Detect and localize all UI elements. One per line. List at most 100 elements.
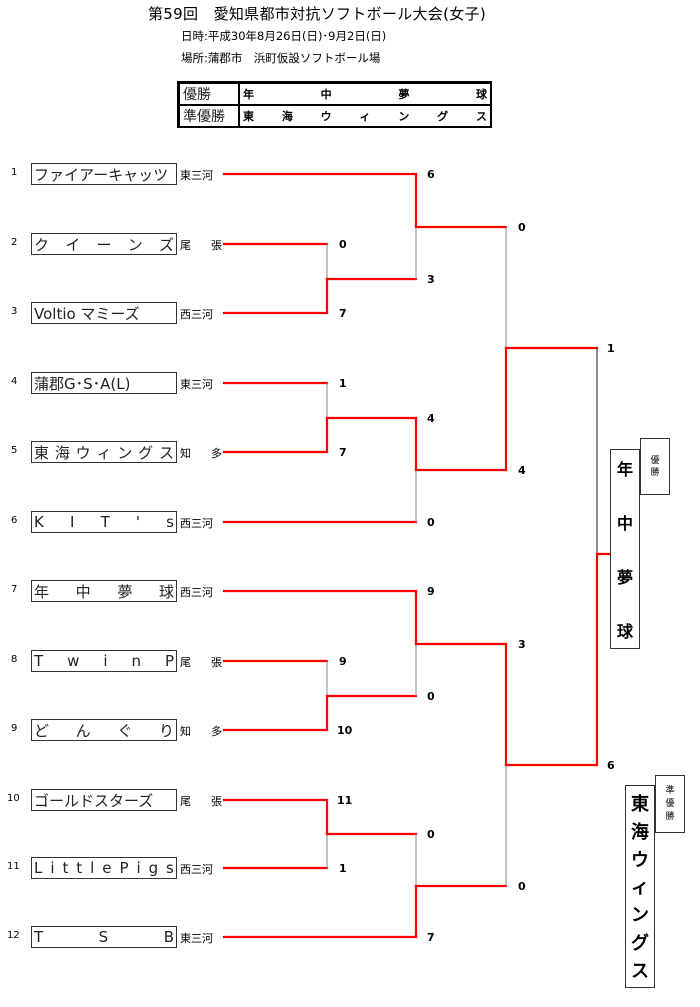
team-name-box: ゴールドスターズ <box>31 789 177 811</box>
team-name: ゴールドスターズ <box>34 790 174 810</box>
team-name-char: イ <box>65 235 81 254</box>
venue-line: 場所:蒲郡市 浜町仮設ソフトボール場 <box>181 51 381 65</box>
team-name-char: り <box>158 721 174 740</box>
team-name-char: T <box>34 652 44 670</box>
team-seed: 1 <box>11 167 18 178</box>
team-name-char: i <box>50 859 55 877</box>
champion-label-char-1: 優 <box>650 455 660 466</box>
team-name-char: ウ <box>75 443 91 462</box>
score-r1-11: 1 <box>339 862 347 875</box>
team-name-box: 年中夢球 <box>31 580 177 602</box>
team-name-char: g <box>148 859 159 877</box>
team-name-char: T <box>34 928 44 946</box>
team-name-char: t <box>76 859 83 877</box>
team-region: 西三河 <box>180 584 222 600</box>
runner-up-row: 準優勝 東海ウィングス <box>179 105 491 127</box>
team-region-char: 尾 <box>180 795 191 808</box>
team-name: ファイアーキャッツ <box>34 164 174 184</box>
winner-label: 優勝 <box>179 83 239 105</box>
name-char: 東 <box>243 110 254 123</box>
team-name: 蒲郡G･S･A(L) <box>34 373 174 393</box>
team-region-char: 尾 <box>180 239 191 252</box>
name-char: ス <box>475 110 487 123</box>
name-char: 年 <box>243 88 254 101</box>
results-table: 優勝 年中夢球 準優勝 東海ウィングス <box>177 81 492 128</box>
team-region-char: 西三河 <box>180 517 213 530</box>
team-name-char: 年 <box>34 582 50 601</box>
name-char: グ <box>631 933 649 955</box>
team-region-char: 西三河 <box>180 586 213 599</box>
team-name-char: ど <box>34 721 50 740</box>
team-name-char: S <box>98 928 109 946</box>
runner-up-label-box: 準 優 勝 <box>655 775 685 833</box>
team-seed: 11 <box>7 861 20 872</box>
team-name-char: L <box>34 859 43 877</box>
team-region: 東三河 <box>180 167 222 183</box>
team-seed: 6 <box>11 515 18 526</box>
team-name-char: w <box>67 652 80 670</box>
score-qf-12: 7 <box>427 931 435 944</box>
name-char: 年 <box>616 460 633 479</box>
team-name-char: I <box>69 513 75 531</box>
team-name-char: Voltio マミーズ <box>34 304 140 323</box>
name-char: ィ <box>359 110 371 123</box>
team-region-char: 西三河 <box>180 308 213 321</box>
team-name: クイーンズ <box>34 234 174 254</box>
team-region: 尾張 <box>180 654 222 670</box>
name-char: 海 <box>281 110 293 123</box>
team-region: 尾張 <box>180 237 222 253</box>
runner-up-label-char-2: 優 <box>665 798 675 809</box>
team-region-char: 西三河 <box>180 863 213 876</box>
team-name-box: どんぐり <box>31 719 177 741</box>
runner-up-label-char-1: 準 <box>665 785 675 796</box>
team-region: 東三河 <box>180 930 222 946</box>
team-name-box: 東海ウィングス <box>31 441 177 463</box>
score-qf-6: 0 <box>427 516 435 529</box>
team-name-char: ン <box>127 235 143 254</box>
team-name: 年中夢球 <box>34 581 174 601</box>
date-line: 日時:平成30年8月26日(日)･9月2日(日) <box>181 29 387 43</box>
score-sf-bot-b: 0 <box>518 880 526 893</box>
score-qf-1: 6 <box>427 168 435 181</box>
score-qf-1011: 0 <box>427 828 435 841</box>
score-qf-23: 3 <box>427 273 435 286</box>
team-name-char: n <box>131 652 141 670</box>
team-region-char: 知 <box>180 447 191 460</box>
team-region-char: 東三河 <box>180 169 213 182</box>
team-seed: 12 <box>7 930 20 941</box>
team-region: 尾張 <box>180 793 222 809</box>
name-char: 中 <box>320 88 332 101</box>
team-region: 西三河 <box>180 515 222 531</box>
team-region-char: 東三河 <box>180 932 213 945</box>
team-name-char: i <box>136 859 141 877</box>
team-region-char: 張 <box>211 656 222 669</box>
team-seed: 7 <box>11 584 18 595</box>
name-char: 海 <box>631 821 649 843</box>
team-name-char: s <box>166 859 174 877</box>
team-name: 東海ウィングス <box>34 442 174 462</box>
name-char: 球 <box>475 88 487 101</box>
team-name-char: i <box>103 652 108 670</box>
team-name-box: 蒲郡G･S･A(L) <box>31 372 177 394</box>
team-name-char: ス <box>158 443 174 462</box>
score-final-top: 1 <box>607 342 615 355</box>
name-char: ン <box>631 905 649 927</box>
team-seed: 2 <box>11 237 18 248</box>
name-char: ン <box>398 110 410 123</box>
winner-name-chars: 年中夢球 <box>243 86 487 102</box>
score-qf-89: 0 <box>427 690 435 703</box>
score-sf-top-b: 4 <box>518 464 526 477</box>
team-region-char: 知 <box>180 725 191 738</box>
team-name: どんぐり <box>34 720 174 740</box>
score-sf-top-a: 0 <box>518 221 526 234</box>
winner-row: 優勝 年中夢球 <box>179 83 491 105</box>
score-r1-5: 7 <box>339 446 347 459</box>
team-name-char: ファイアーキャッツ <box>34 165 169 184</box>
name-char: ウ <box>320 110 332 123</box>
team-name-char: 球 <box>158 582 174 601</box>
name-char: ィ <box>631 877 649 899</box>
